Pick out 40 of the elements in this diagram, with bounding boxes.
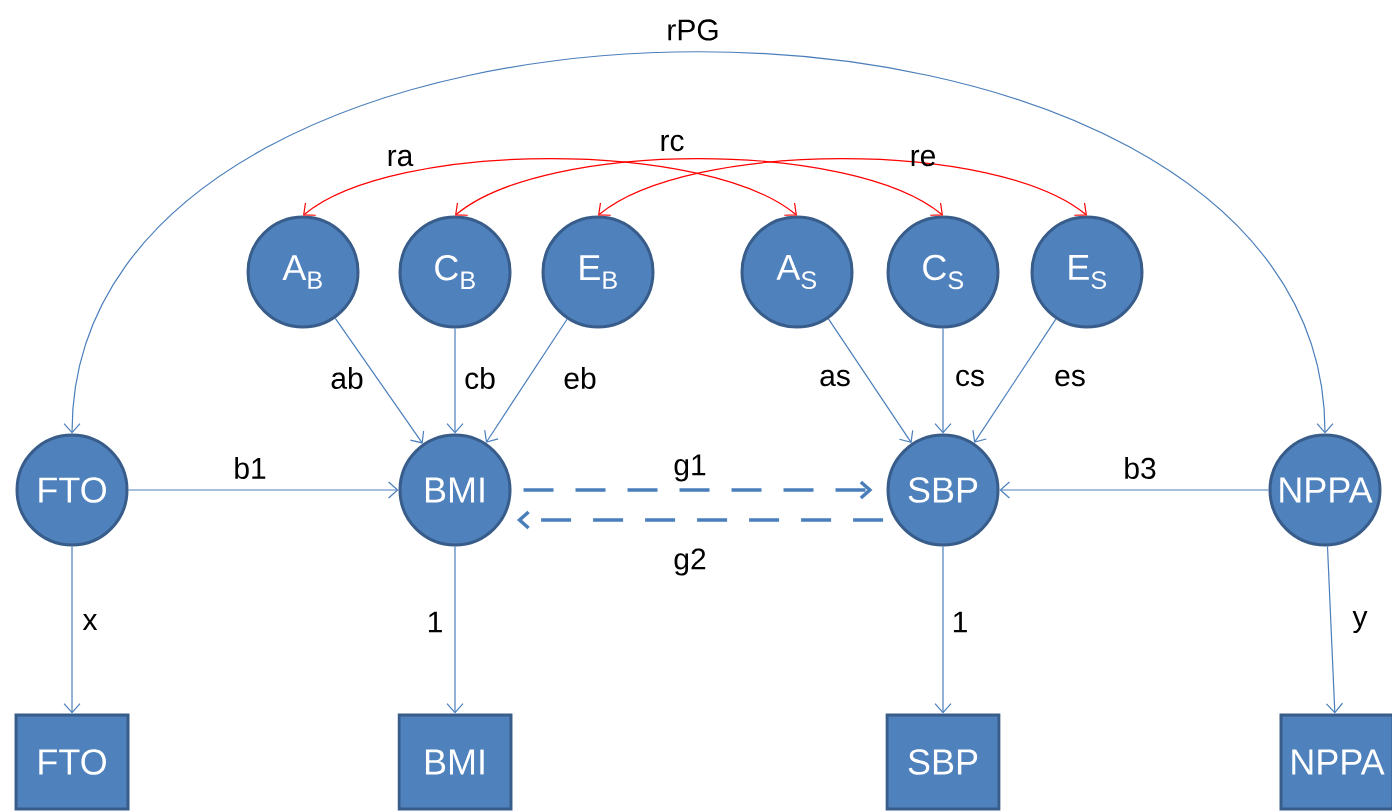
edge-label: eb [564,367,596,389]
arrow [127,481,399,499]
edge-label: ab [331,367,363,389]
arrow [303,158,797,216]
edge-label: x [82,614,98,630]
edge-label: re [911,149,935,167]
arrow [1325,545,1344,714]
edge-label: rPG [668,19,718,41]
edge-label: 1 [428,611,442,633]
edge-label: cs [956,369,984,387]
arrow [598,158,1087,216]
arrow [516,510,884,530]
edge-label: ra [388,149,414,167]
arrow [63,51,1334,434]
arrow [523,480,873,500]
observed-box: BMI [397,713,513,811]
arrow [334,317,425,444]
arrow [934,545,952,714]
edge-label: g2 [674,548,706,576]
arrow [972,318,1057,443]
arrow [63,545,81,714]
edge-label: g1 [674,454,706,482]
edge-label: y [1352,610,1368,634]
arrow [446,545,464,714]
edge-label: b3 [1125,457,1156,479]
observed-box: SBP [885,713,1001,811]
edge-label: 1 [953,611,967,633]
arrow [827,318,914,444]
edge-label: es [1055,369,1085,387]
edge-label: as [820,369,850,387]
edge-label: cb [465,367,495,389]
observed-box: FTO [14,713,130,811]
arrow [484,318,568,443]
arrow [455,158,943,216]
arrow [446,327,464,434]
arrow [999,481,1270,499]
edge-label: b1 [235,457,266,479]
observed-box: NPPA [1279,713,1392,811]
edge-label: rc [661,134,684,152]
arrow [934,327,952,434]
